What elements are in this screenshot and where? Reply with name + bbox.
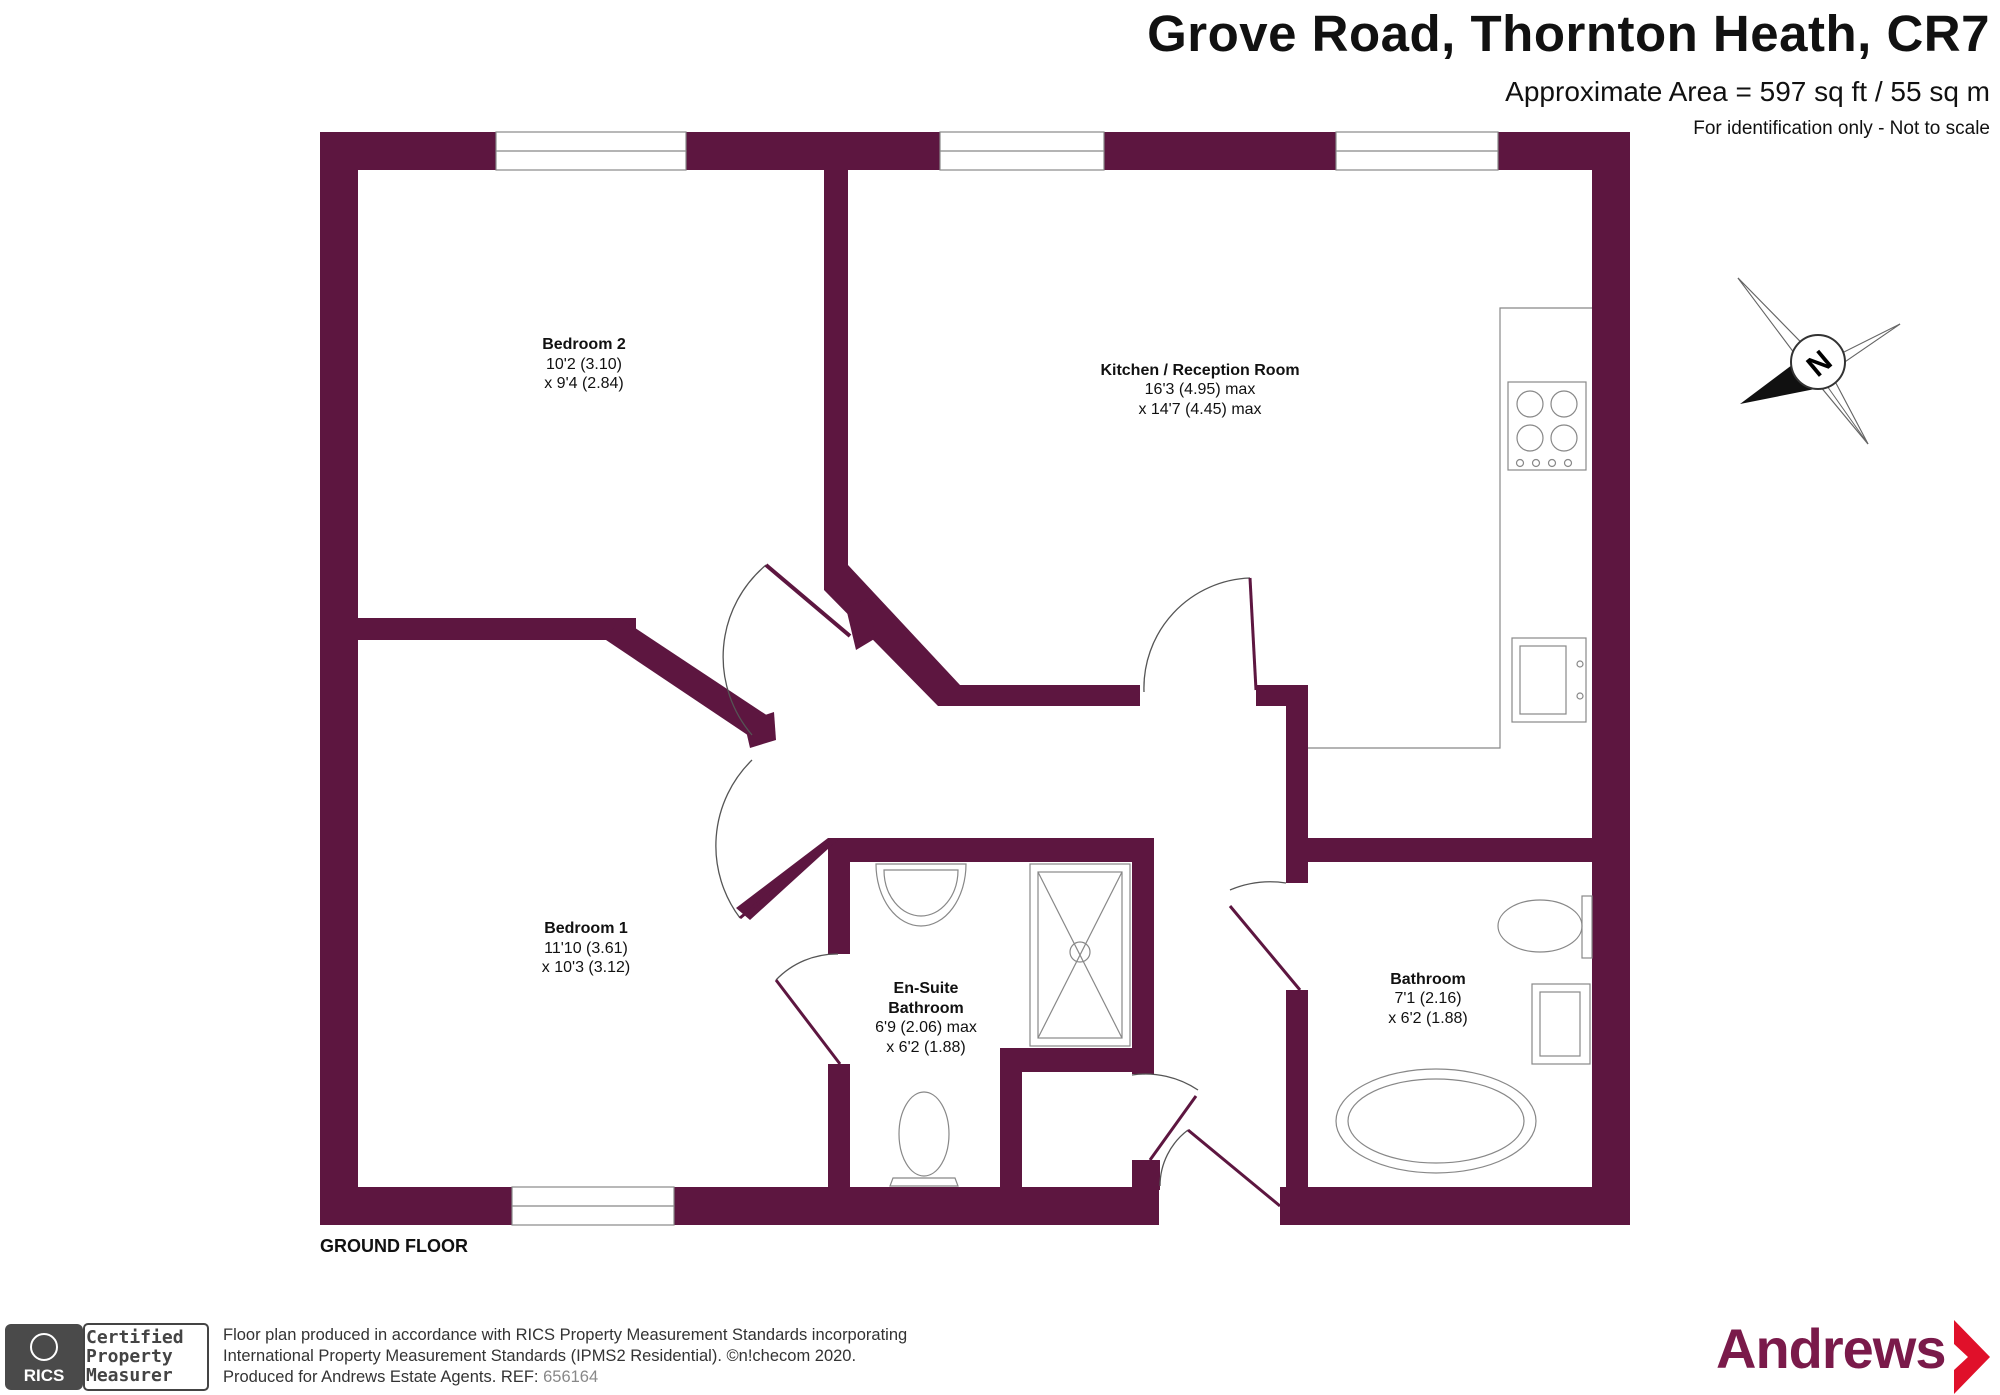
bedroom2-name: Bedroom 2 xyxy=(542,336,626,353)
shower-tray xyxy=(1029,863,1131,1047)
bathroom-toilet xyxy=(1497,899,1583,953)
ensuite-toilet xyxy=(898,1091,950,1177)
hob-ring-4 xyxy=(1550,424,1578,452)
door-kitchen-arc xyxy=(1143,577,1251,693)
wall-bedroom2-stub xyxy=(744,712,776,748)
ensuite-basin xyxy=(875,863,967,927)
bathroom-basin xyxy=(1531,983,1591,1065)
wall-kitchen-bottom xyxy=(950,685,1140,706)
wall-ensuite-right xyxy=(1132,838,1154,1074)
wall-corridor-right-upper xyxy=(1286,685,1308,883)
rics-logo-text: RICS xyxy=(24,1366,65,1385)
wall-bottom-left xyxy=(320,1187,512,1225)
bedroom1-dim2: x 10'3 (3.12) xyxy=(542,959,630,976)
kitchen-fittings xyxy=(1308,307,1592,749)
footer-line-1: Floor plan produced in accordance with R… xyxy=(223,1326,908,1344)
door-cupboard-arc xyxy=(1131,1073,1199,1091)
andrews-logo-text: Andrews xyxy=(1716,1317,1946,1380)
door-bedroom2-arc xyxy=(722,564,767,736)
walls xyxy=(320,132,1630,1225)
ensuite-name-1: En-Suite xyxy=(894,980,959,997)
door-bedroom1-arc xyxy=(715,759,753,919)
hob xyxy=(1507,381,1587,471)
bedroom2-dim2: x 9'4 (2.84) xyxy=(544,375,624,392)
kitchen-dim1: 16'3 (4.95) max xyxy=(1145,381,1256,398)
ensuite-name-2: Bathroom xyxy=(888,1000,964,1017)
wall-cupboard-stub xyxy=(1132,1160,1160,1190)
bathroom-name: Bathroom xyxy=(1390,971,1466,988)
windows xyxy=(495,131,1499,1226)
kitchen-counter xyxy=(1308,307,1592,749)
property-address-title: Grove Road, Thornton Heath, CR7 xyxy=(1147,5,1990,62)
bathtub xyxy=(1335,1068,1537,1174)
hob-ring-2 xyxy=(1550,390,1578,418)
bedroom1-name: Bedroom 1 xyxy=(544,920,628,937)
wall-top-midright xyxy=(1104,132,1336,170)
door-bathroom-arc xyxy=(1229,881,1287,891)
bathroom-dim2: x 6'2 (1.88) xyxy=(1388,1010,1468,1027)
wall-bottom-mid xyxy=(674,1187,1159,1225)
compass-dial xyxy=(1790,334,1846,390)
floor-label: GROUND FLOOR xyxy=(320,1236,468,1256)
footer-ref-number: 656164 xyxy=(543,1368,599,1386)
wall-kitchen-diagonal xyxy=(824,565,960,706)
wall-bathroom-top xyxy=(1286,838,1630,862)
bathroom-fittings xyxy=(1335,895,1593,1174)
wall-corridor-right-lower xyxy=(1286,990,1308,1225)
bathroom-dim1: 7'1 (2.16) xyxy=(1394,990,1461,1007)
wall-top-mid xyxy=(686,132,940,170)
wall-bedrooms-diagonal xyxy=(606,618,774,742)
kitchen-dim2: x 14'7 (4.45) max xyxy=(1138,401,1261,418)
ensuite-dim1: 6'9 (2.06) max xyxy=(875,1019,977,1036)
wall-ensuite-left-upper xyxy=(828,838,850,954)
wall-left xyxy=(320,132,358,1225)
wall-ensuite-shower-bottom xyxy=(1000,1048,1154,1072)
footer-line-3: Produced for Andrews Estate Agents. REF:… xyxy=(223,1367,907,1388)
wall-ensuite-top xyxy=(828,838,1154,862)
room-labels: Bedroom 2 10'2 (3.10) x 9'4 (2.84) Kitch… xyxy=(542,336,1468,1056)
hob-ring-1 xyxy=(1516,390,1544,418)
kitchen-sink xyxy=(1511,637,1587,723)
kitchen-name: Kitchen / Reception Room xyxy=(1100,362,1299,379)
footer-line-2: International Property Measurement Stand… xyxy=(223,1347,857,1365)
bedroom2-dim1: 10'2 (3.10) xyxy=(546,356,622,373)
ensuite-fittings xyxy=(875,863,1131,1187)
rics-logo-block xyxy=(5,1324,83,1390)
rics-certified-line-1: Certified xyxy=(86,1327,184,1348)
rics-crest-icon xyxy=(30,1333,58,1361)
footer-disclaimer: Floor plan produced in accordance with R… xyxy=(223,1325,907,1388)
wall-right xyxy=(1592,132,1630,1225)
approximate-area: Approximate Area = 597 sq ft / 55 sq m xyxy=(1505,76,1990,107)
identification-note: For identification only - Not to scale xyxy=(1693,118,1990,139)
hob-ring-3 xyxy=(1516,424,1544,452)
north-arrow: N xyxy=(1737,277,1901,445)
rics-certified-line-3: Measurer xyxy=(86,1365,173,1386)
rics-certified-line-2: Property xyxy=(86,1346,173,1367)
door-ensuite-arc xyxy=(775,953,839,981)
wall-bedrooms-horizontal xyxy=(358,618,636,640)
bedroom1-dim1: 11'10 (3.61) xyxy=(544,940,628,957)
wall-bottom-right xyxy=(1280,1187,1630,1225)
wall-cupboard-left xyxy=(1000,1048,1022,1188)
doors xyxy=(715,563,1302,1208)
rics-certified-text: Certified Property Measurer xyxy=(86,1328,184,1385)
door-entrance-arc xyxy=(1159,1129,1189,1187)
wall-ensuite-left-lower xyxy=(828,1064,850,1225)
andrews-chevron-icon xyxy=(1954,1320,1990,1394)
wall-bed2-kitchen xyxy=(824,132,848,572)
ensuite-dim2: x 6'2 (1.88) xyxy=(886,1039,966,1056)
wall-kitchen-stub xyxy=(846,598,876,650)
rics-certified-badge: RICS xyxy=(5,1323,209,1391)
footer-line-3-text: Produced for Andrews Estate Agents. REF: xyxy=(223,1368,539,1386)
